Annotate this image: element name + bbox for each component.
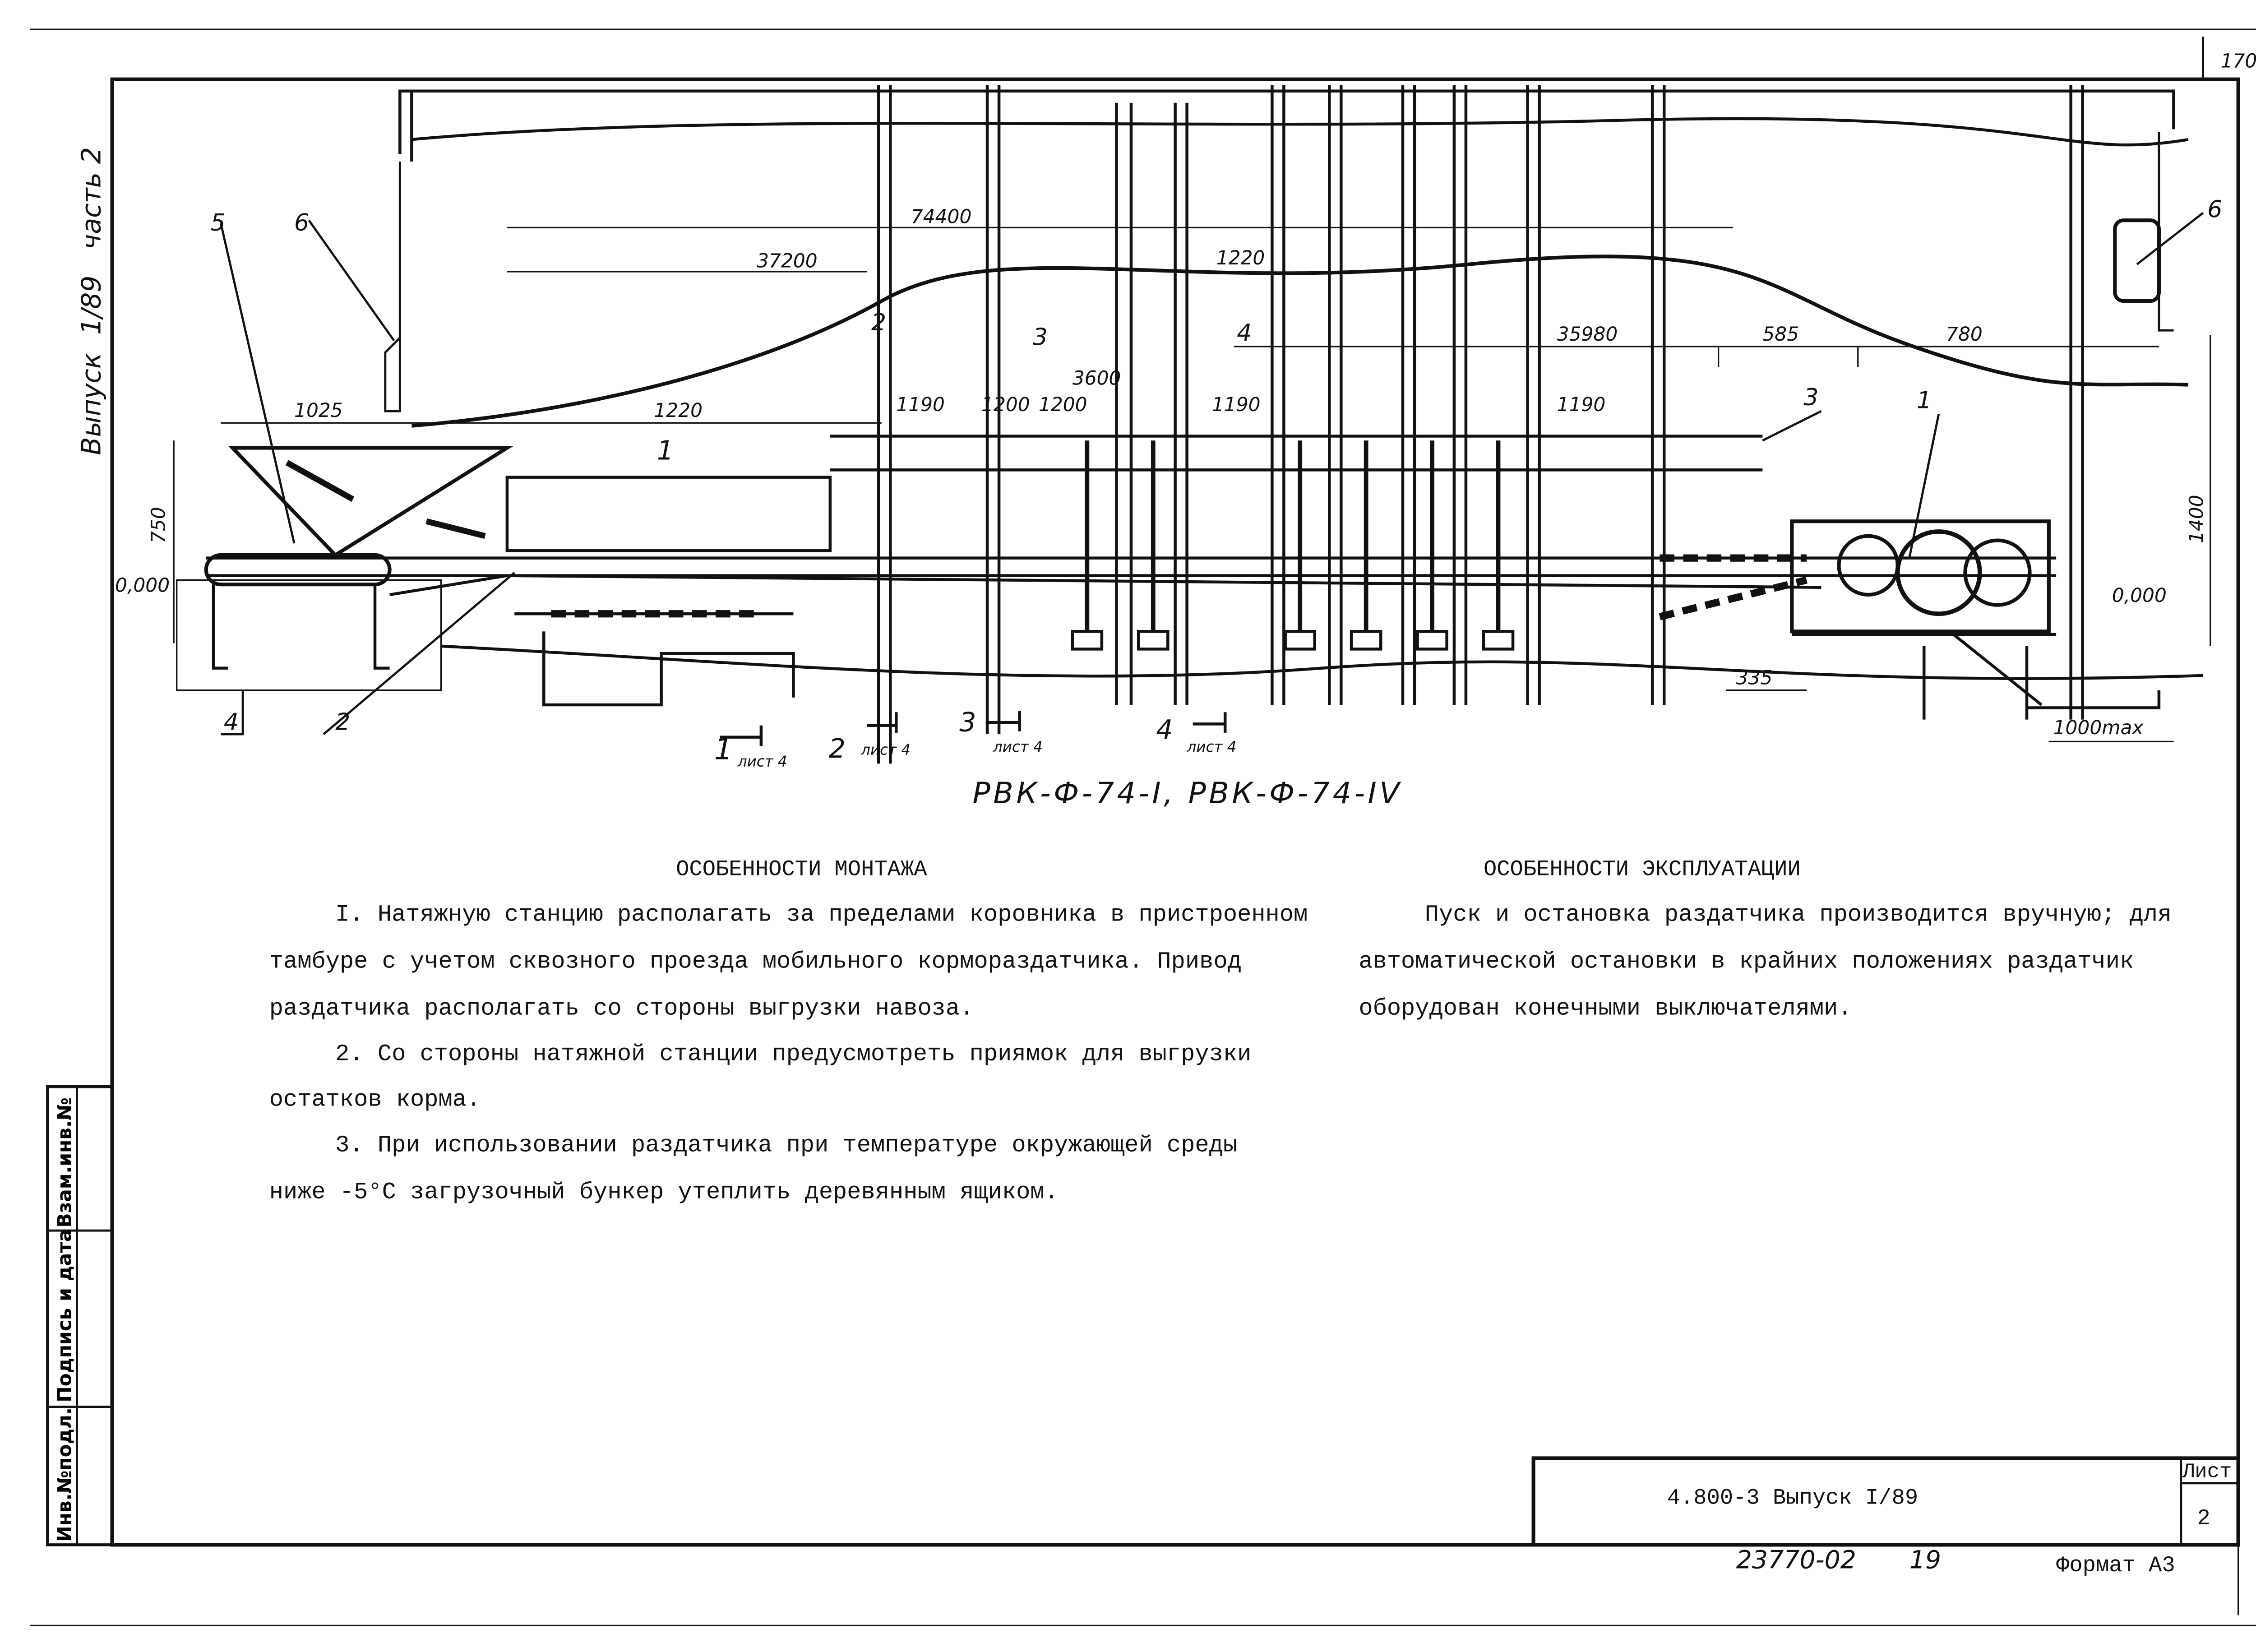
sheet-label: Лист — [2182, 1460, 2232, 1484]
section-4-num: 4 — [1156, 714, 1173, 745]
section-1-ref: лист 4 — [737, 753, 787, 770]
side-series: Выпуск — [76, 353, 106, 455]
dim-3600: 3600 — [1073, 367, 1121, 389]
inline-section-4: 4 — [1237, 319, 1252, 347]
callout-4: 4 — [224, 708, 239, 736]
dim-1400: 1400 — [2186, 495, 2208, 543]
notes-operation-heading: ОСОБЕННОСТИ ЭКСПЛУАТАЦИИ — [1484, 857, 1801, 882]
callout-numbers: 1 2 3 4 5 6 1 2 3 4 6 — [211, 196, 2223, 736]
note-line: раздатчика располагать со стороны выгруз… — [269, 995, 974, 1022]
dim-1200-a: 1200 — [981, 393, 1030, 416]
side-label: Выпуск 1/89 часть 2 — [76, 147, 106, 455]
side-stamp: Инв.№подл. Подпись и дата Взам.инв.№ — [46, 1085, 114, 1546]
sheet-frame — [30, 28, 2256, 1627]
stamp-inv-label: Инв.№подл. — [53, 1407, 75, 1542]
callout-6-left: 6 — [294, 209, 309, 236]
section-3-ref: лист 4 — [993, 738, 1043, 755]
note-line: ниже -5°С загрузочный бункер утеплить де… — [269, 1179, 1059, 1205]
dim-1000max: 1000max — [2053, 717, 2144, 739]
note-line: 3. При использовании раздатчика при темп… — [335, 1132, 1237, 1158]
dim-level-left: 0,000 — [115, 574, 170, 596]
callout-6-right: 6 — [2207, 196, 2222, 223]
dim-1220-top: 1220 — [1216, 247, 1265, 269]
dim-780: 780 — [1946, 323, 1983, 345]
callout-5: 5 — [211, 209, 226, 236]
inline-section-1: 1 — [657, 435, 674, 466]
notes-installation-heading: ОСОБЕННОСТИ МОНТАЖА — [676, 857, 927, 882]
notes-installation: ОСОБЕННОСТИ МОНТАЖА I. Натяжную станцию … — [269, 857, 1308, 1206]
dim-37200: 37200 — [757, 250, 818, 272]
section-2-num: 2 — [829, 733, 846, 764]
conveyor-drawing — [173, 85, 2211, 764]
dim-585: 585 — [1762, 323, 1799, 345]
document-designation: 4.800-3 Выпуск I/89 — [1667, 1485, 1918, 1510]
sheet-number: 2 — [2197, 1506, 2210, 1531]
dim-level-right: 0,000 — [2112, 584, 2167, 606]
note-line: Пуск и остановка раздатчика производится… — [1425, 901, 2172, 928]
sheet-corner-number: 170 — [2221, 50, 2256, 72]
dim-35980: 35980 — [1557, 323, 1618, 345]
callout-2: 2 — [335, 708, 350, 736]
notes-operation: ОСОБЕННОСТИ ЭКСПЛУАТАЦИИ Пуск и остановк… — [1359, 857, 2172, 1022]
inventory-number: 23770-02 — [1736, 1546, 1856, 1575]
note-line: оборудован конечными выключателями. — [1359, 995, 1852, 1022]
stamp-sign-label: Подпись и дата — [53, 1229, 75, 1402]
dim-1025: 1025 — [294, 399, 343, 421]
dim-1190-c: 1190 — [1557, 393, 1606, 416]
side-issue: 1/89 — [76, 275, 106, 335]
note-line: автоматической остановки в крайних полож… — [1359, 949, 2134, 975]
dim-750: 750 — [148, 507, 170, 543]
side-part: часть 2 — [76, 147, 106, 250]
dimension-labels: 1025 1220 750 0,000 74400 37200 1220 359… — [115, 206, 2208, 739]
stamp-replace-label: Взам.инв.№ — [53, 1097, 75, 1228]
section-marks: 1 лист 4 2 лист 4 3 лист 4 4 лист 4 — [714, 707, 1237, 770]
callout-3: 3 — [1803, 384, 1818, 411]
dim-335: 335 — [1736, 666, 1773, 689]
dim-1190-b: 1190 — [1212, 393, 1261, 416]
note-line: тамбуре с учетом сквозного проезда мобил… — [269, 949, 1242, 975]
dim-1200-b: 1200 — [1039, 393, 1087, 416]
section-4-ref: лист 4 — [1187, 738, 1237, 755]
section-2-ref: лист 4 — [860, 741, 911, 759]
dim-1220: 1220 — [654, 399, 703, 421]
drawing-caption: РВК-Ф-74-I, РВК-Ф-74-IV — [973, 777, 1403, 810]
inline-section-3: 3 — [1033, 324, 1048, 351]
note-line: остатков корма. — [269, 1086, 481, 1113]
note-line: 2. Со стороны натяжной станции предусмот… — [335, 1041, 1251, 1068]
footer-page: 19 — [1909, 1546, 1941, 1575]
dim-74400: 74400 — [911, 206, 972, 228]
note-line: I. Натяжную станцию располагать за преде… — [335, 901, 1308, 928]
dim-1190-a: 1190 — [896, 393, 945, 416]
callout-1: 1 — [1917, 387, 1932, 414]
paper-format: Формат А3 — [2056, 1553, 2175, 1578]
section-3-num: 3 — [959, 707, 976, 738]
title-block: 4.800-3 Выпуск I/89 Лист 2 — [1531, 1456, 2240, 1547]
inline-section-2: 2 — [871, 309, 886, 336]
